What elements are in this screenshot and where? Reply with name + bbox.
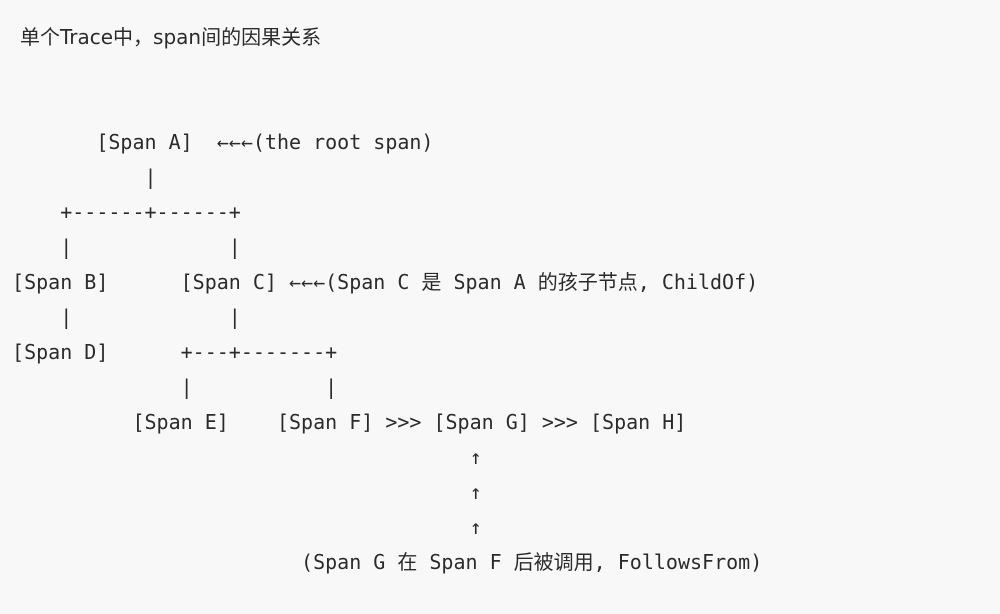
diagram-line-up-arrow-2: ↑ xyxy=(0,480,482,504)
diagram-line-a-children-connectors: | | xyxy=(0,235,241,259)
diagram-line-a-branch: +------+------+ xyxy=(0,200,241,224)
diagram-line-span-e-f-g-h: [Span E] [Span F] >>> [Span G] >>> [Span… xyxy=(0,410,687,434)
diagram-line-b-c-connectors: | | xyxy=(0,305,241,329)
page-title: 单个Trace中，span间的因果关系 xyxy=(20,25,322,49)
diagram-line-span-d-c-branch: [Span D] +---+-------+ xyxy=(0,340,338,364)
diagram-line-span-b-c: [Span B] [Span C] ←←←(Span C 是 Span A 的孩… xyxy=(0,270,759,294)
diagram-line-follows-from-note: (Span G 在 Span F 后被调用, FollowsFrom) xyxy=(0,550,763,574)
diagram-line-a-connector: | xyxy=(0,165,157,189)
diagram-line-up-arrow-1: ↑ xyxy=(0,445,482,469)
diagram-line-c-children-connectors: | | xyxy=(0,375,338,399)
diagram-line-up-arrow-3: ↑ xyxy=(0,515,482,539)
span-causality-diagram: [Span A] ←←←(the root span) | +------+--… xyxy=(0,125,762,580)
diagram-line-span-a: [Span A] ←←←(the root span) xyxy=(0,130,434,154)
